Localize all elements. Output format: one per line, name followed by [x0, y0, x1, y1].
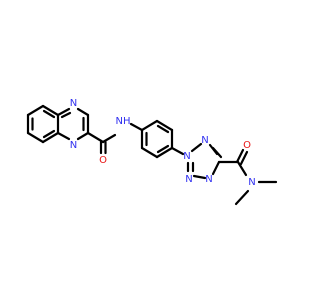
- bond: [129, 122, 144, 132]
- bond: [156, 144, 170, 154]
- quinoxaline-n1-label: N: [70, 98, 77, 109]
- bond: [26, 104, 45, 117]
- carboxamide-oxygen-label: O: [243, 140, 251, 151]
- amide-oxygen-label: O: [99, 155, 107, 166]
- bond: [239, 150, 249, 166]
- bond: [192, 174, 207, 180]
- bond: [156, 124, 170, 134]
- amide-nh-label: NH: [116, 116, 131, 127]
- bond: [41, 104, 60, 117]
- tetrazole-n5-label: N: [185, 174, 192, 185]
- quinoxaline-n4-label: N: [70, 140, 77, 151]
- bond: [170, 146, 185, 156]
- bond: [236, 160, 248, 177]
- bond: [190, 142, 203, 153]
- dimethylamine-n-label: N: [248, 177, 255, 188]
- bond: [26, 131, 45, 144]
- bond: [60, 111, 72, 119]
- bond: [56, 107, 71, 117]
- bond: [155, 119, 174, 132]
- bond: [76, 107, 90, 117]
- bond: [211, 160, 221, 176]
- tetrazole-n4-label: N: [205, 174, 212, 185]
- molecule-structure: N N O NH N N N N O N: [26, 98, 278, 206]
- bonds: [26, 104, 278, 206]
- bond: [42, 109, 56, 119]
- bond: [86, 131, 105, 144]
- atom-labels: N N O NH N N N N O N: [70, 98, 256, 188]
- bond: [140, 146, 159, 159]
- bond: [211, 146, 223, 159]
- bond: [234, 189, 250, 206]
- tetrazole-n2-label: N: [201, 135, 208, 146]
- bond: [140, 119, 159, 132]
- tetrazole-n1-label: N: [183, 151, 190, 162]
- bond: [42, 129, 56, 139]
- bond: [56, 131, 71, 141]
- bond: [41, 131, 60, 144]
- bond: [76, 131, 90, 141]
- bond: [235, 148, 245, 164]
- bond: [155, 146, 174, 159]
- bond: [101, 133, 117, 144]
